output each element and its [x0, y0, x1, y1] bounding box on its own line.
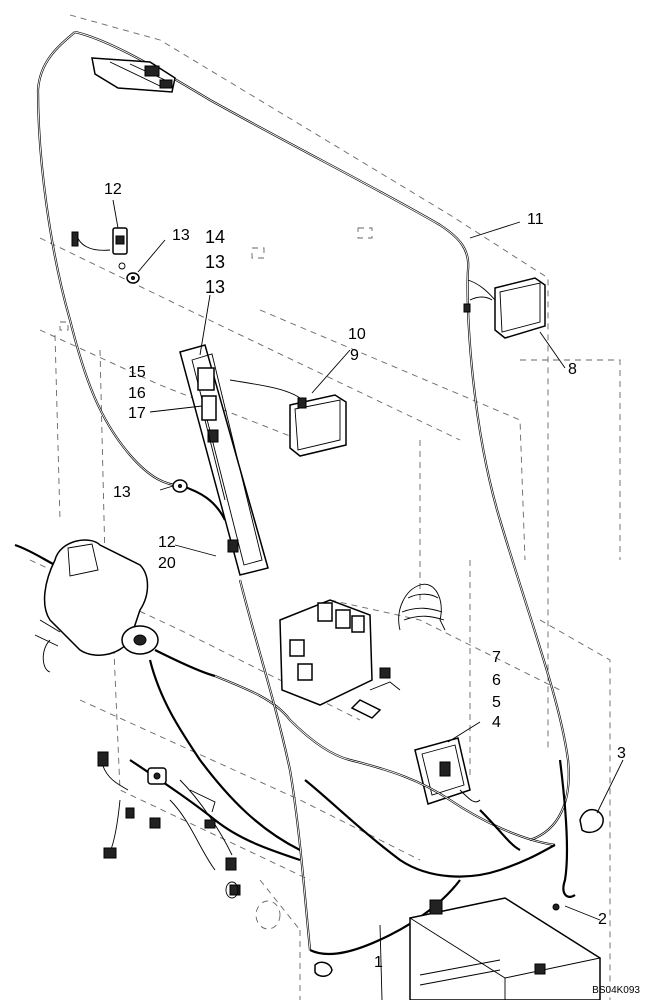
cab-pillar-panel: [179, 344, 269, 576]
grommet-and-clips: [314, 808, 604, 977]
callout-13-lower: 13: [113, 484, 131, 501]
callout-17: 15: [128, 364, 146, 381]
callout-leaders: [112, 199, 624, 1000]
callout-20: 20: [158, 555, 176, 572]
callout-9: 9: [350, 347, 359, 364]
callout-3: 3: [617, 745, 626, 762]
harness-connectors-left: [97, 751, 241, 899]
callout-2: 2: [598, 911, 607, 928]
callout-14: 13: [205, 277, 226, 297]
callout-18: 16: [128, 385, 146, 402]
callout-19: 17: [128, 405, 146, 422]
callout-7: 7: [492, 649, 501, 666]
relay-fuse-block: [279, 599, 401, 719]
cab-harness: [36, 30, 570, 842]
work-light-front: [229, 379, 347, 457]
battery: [408, 897, 602, 1000]
callout-12-lower: 12: [158, 534, 176, 551]
figure-id: BS04K093: [592, 985, 640, 996]
callout-8: 8: [568, 361, 577, 378]
control-boot: [398, 583, 446, 631]
machine-frame-outline: [29, 14, 621, 1000]
callout-15: 13: [205, 252, 226, 272]
dome-light: [91, 57, 176, 93]
callout-12-upper: 12: [104, 181, 122, 198]
callout-6: 6: [492, 672, 501, 689]
callout-4: 4: [492, 714, 501, 731]
starter-motor: [14, 539, 216, 678]
callout-10: 10: [348, 326, 366, 343]
callout-1: 1: [374, 954, 383, 971]
callout-16: 14: [205, 227, 226, 247]
callout-13-upper: 13: [172, 227, 190, 244]
callout-11: 11: [527, 211, 544, 228]
switch-assembly-upper: [71, 227, 188, 493]
work-light-right: [463, 277, 546, 339]
callout-5: 5: [492, 694, 501, 711]
